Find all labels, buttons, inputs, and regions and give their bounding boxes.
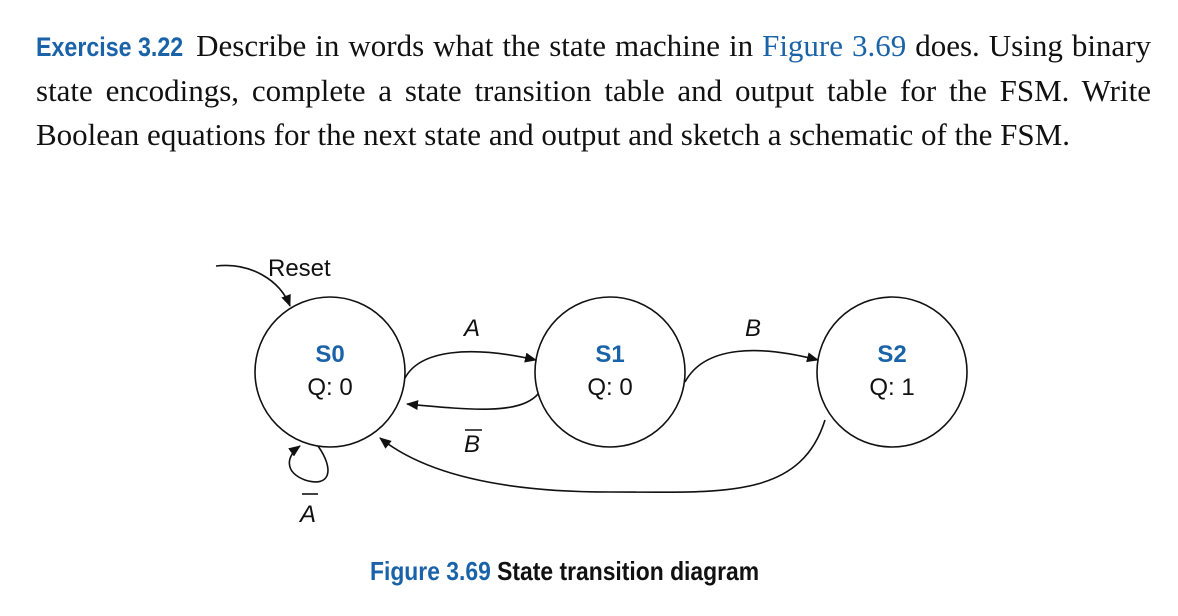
transition-s1-s2-label: B — [745, 315, 761, 342]
figure-caption-number: Figure 3.69 — [370, 556, 491, 586]
reset-arrow — [215, 264, 291, 307]
transition-s0-self — [288, 445, 329, 483]
transition-s2-s0 — [379, 419, 826, 494]
figure-caption-text: State transition diagram — [497, 556, 760, 586]
exercise-body-1: Describe in words what the state machine… — [196, 28, 763, 63]
exercise-body-2: does. Using binary state encodings, comp… — [36, 28, 1152, 152]
state-s2: S2 Q: 1 — [816, 296, 968, 448]
exercise-number: Exercise 3.22 — [36, 32, 184, 62]
state-s0: S0 Q: 0 — [254, 296, 406, 448]
figure-caption: Figure 3.69 State transition diagram — [370, 556, 759, 587]
transition-s1-s2 — [684, 349, 819, 383]
exercise-text: Exercise 3.22 Describe in words what the… — [36, 24, 1151, 157]
transition-s1-s0 — [406, 393, 539, 411]
state-s2-name: S2 — [877, 341, 906, 368]
state-s0-name: S0 — [315, 341, 344, 368]
state-s1-name: S1 — [595, 341, 624, 368]
state-s1: S1 Q: 0 — [534, 296, 686, 448]
figure-reference-link[interactable]: Figure 3.69 — [762, 28, 907, 63]
state-s0-output: Q: 0 — [307, 374, 352, 401]
reset-label: Reset — [268, 255, 331, 282]
transition-s1-s0-label: B — [464, 431, 480, 458]
transition-s0-self-label: A — [298, 501, 316, 528]
state-s1-output: Q: 0 — [587, 374, 632, 401]
transition-s0-s1 — [404, 350, 537, 379]
transition-s0-s1-label: A — [462, 315, 480, 342]
state-s2-output: Q: 1 — [869, 374, 914, 401]
